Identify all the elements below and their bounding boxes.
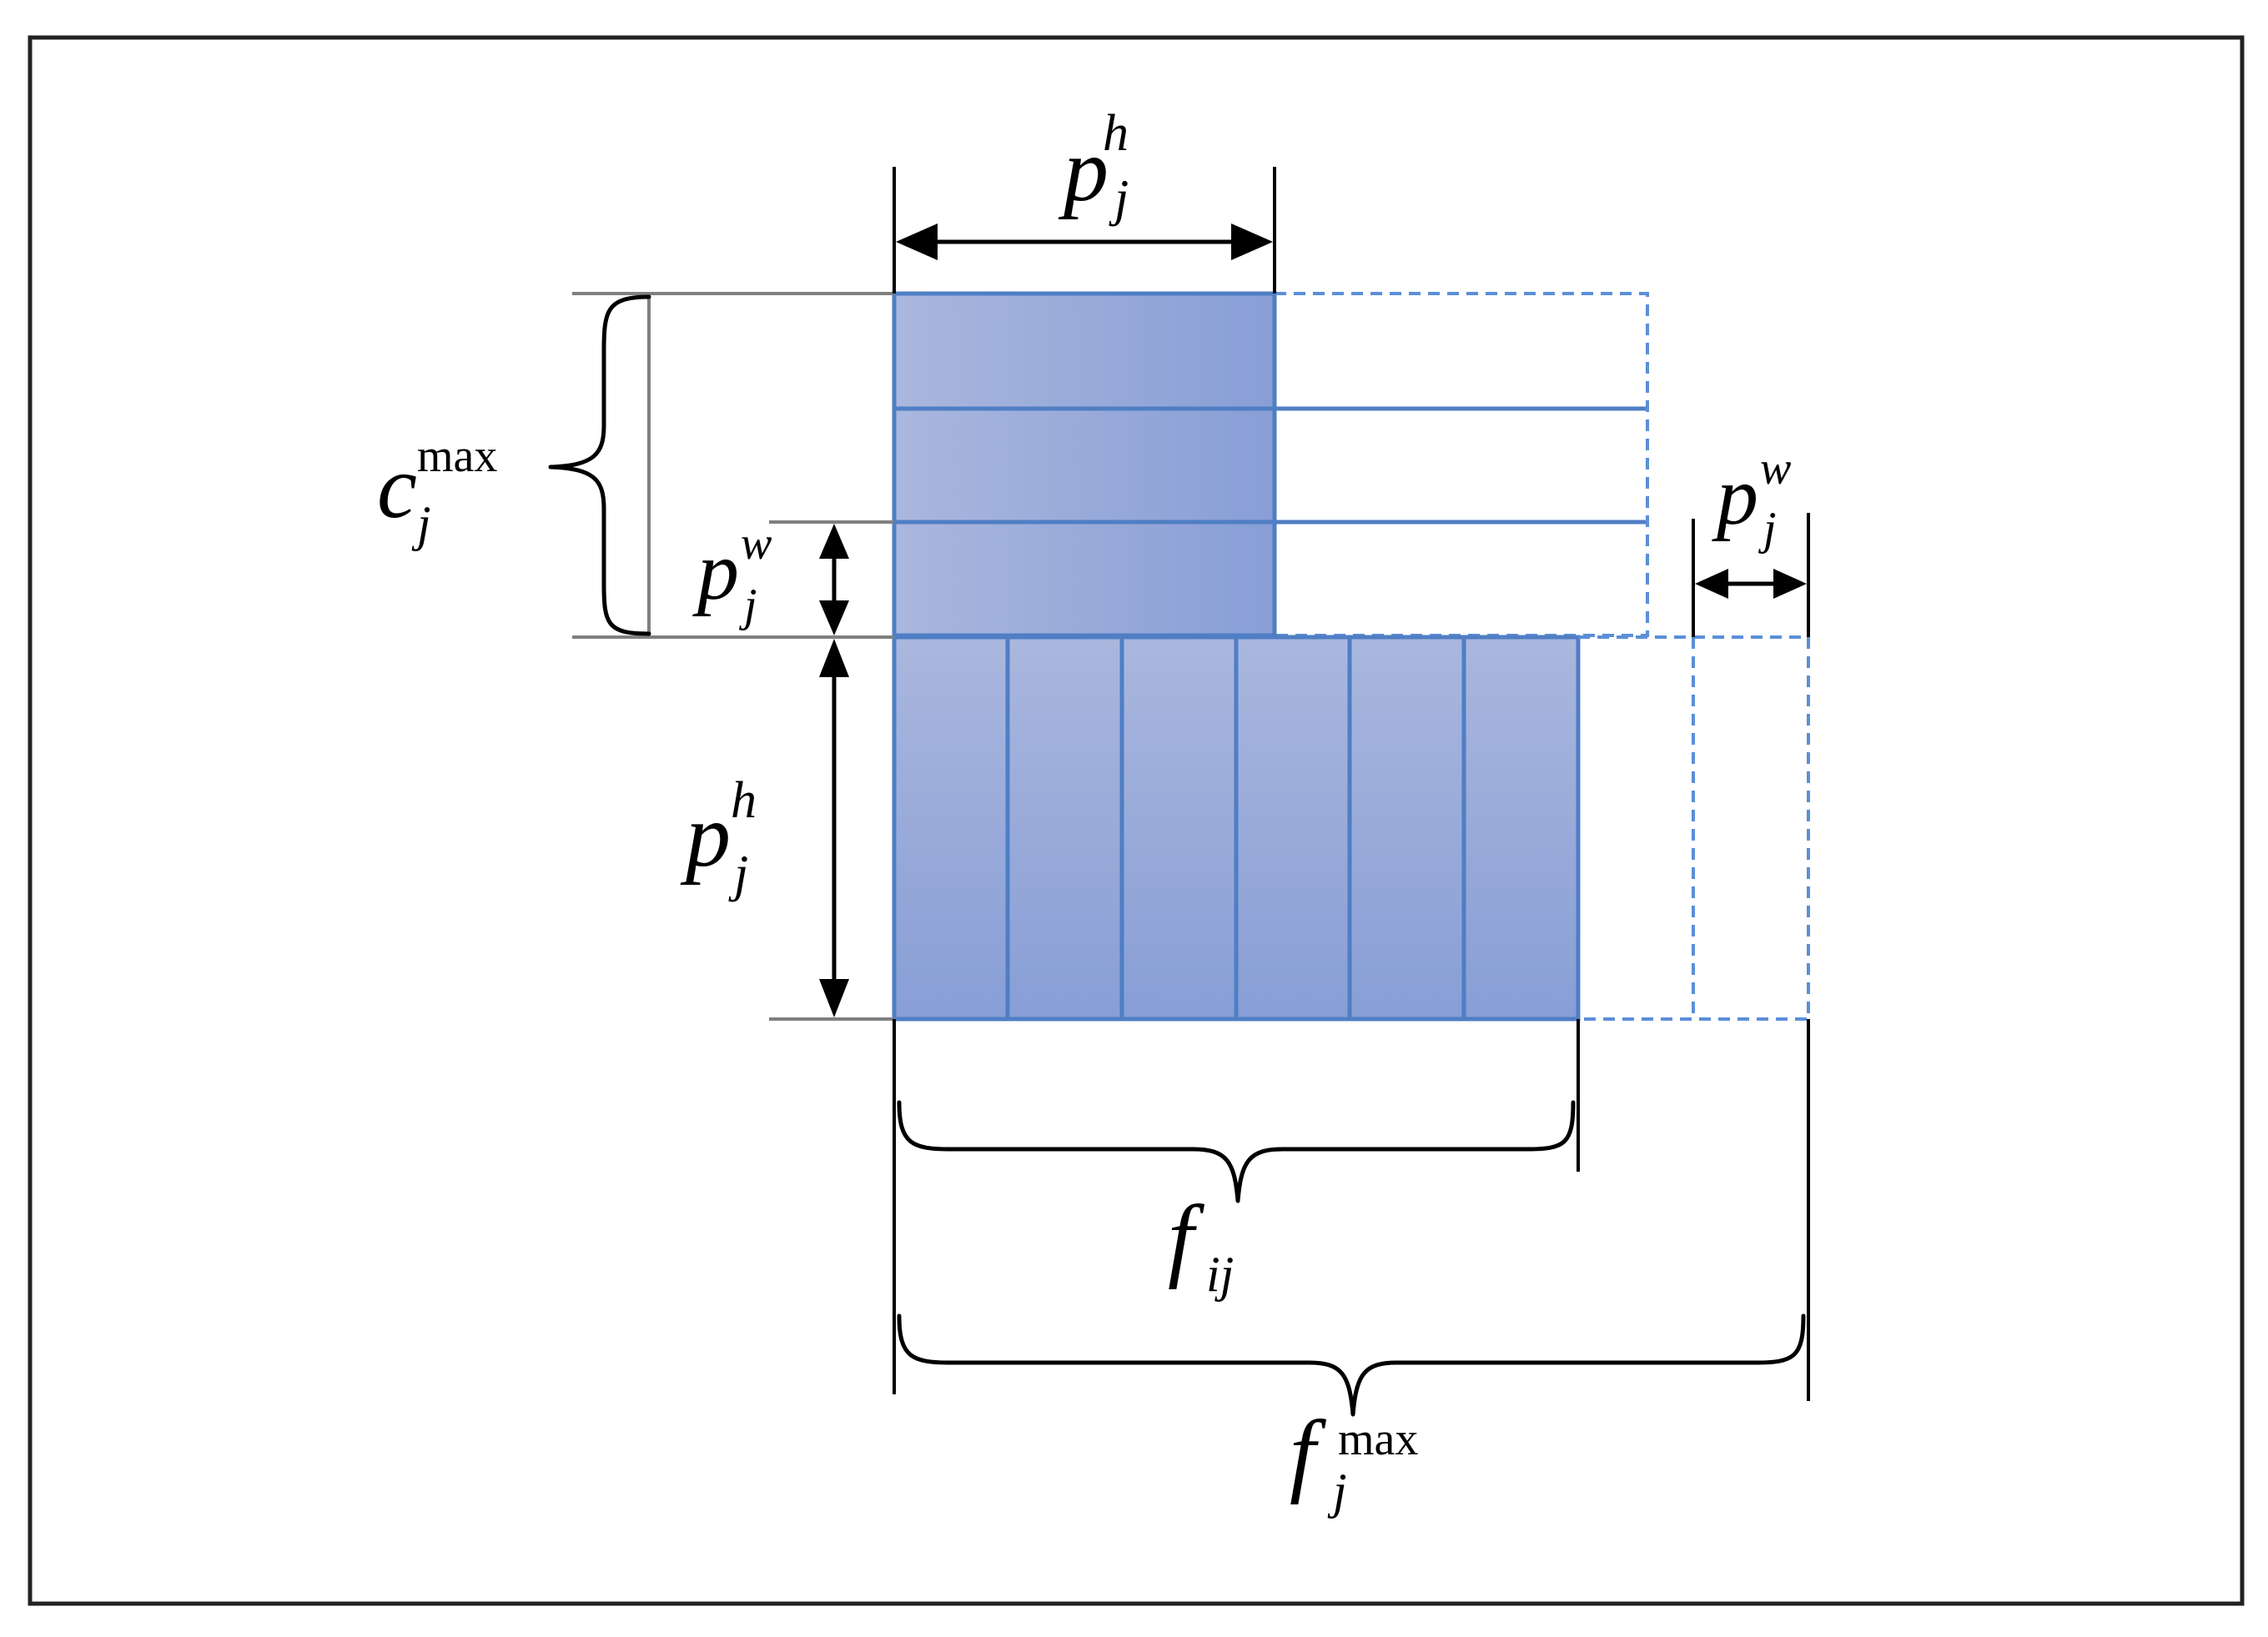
label-fij: f ij <box>1168 1187 1234 1302</box>
arrow-right-pw-left-head <box>1695 569 1728 599</box>
label-cmax-sup: max <box>417 430 497 482</box>
math-labels: p h j c max j p w j p w j p h j <box>377 105 1791 1519</box>
label-right-pw: p w j <box>1712 443 1791 555</box>
label-left-ph-sup: h <box>731 772 757 829</box>
label-left-pw: p w j <box>692 518 772 631</box>
label-top-ph-base: p <box>1058 121 1109 220</box>
label-left-ph-sub: j <box>728 846 748 902</box>
label-top-ph-sub: j <box>1109 170 1129 227</box>
brace-cmax <box>548 294 651 636</box>
arrow-top-ph-left-head <box>896 223 938 260</box>
extension-lines <box>893 167 1810 1401</box>
arrow-left-ph-bottom-head <box>819 979 849 1017</box>
label-left-pw-sub: j <box>739 580 757 631</box>
brace-fij <box>897 1100 1576 1203</box>
arrow-left-pw-top-head <box>819 524 849 559</box>
label-left-ph: p h j <box>680 772 757 902</box>
label-fij-base: f <box>1168 1187 1205 1290</box>
label-left-pw-base: p <box>692 525 739 617</box>
guide-lines <box>572 292 894 1021</box>
arrow-left-ph-top-head <box>819 639 849 677</box>
label-cmax: c max j <box>377 430 497 551</box>
label-cmax-base: c <box>377 438 417 537</box>
top-block-fill <box>894 294 1275 635</box>
figure-frame <box>28 35 2245 1606</box>
label-right-pw-sup: w <box>1760 443 1791 495</box>
dimension-arrows <box>819 223 1807 1017</box>
brace-fmax <box>897 1313 1806 1417</box>
label-top-ph-sup: h <box>1103 105 1129 162</box>
arrow-top-ph-right-head <box>1231 223 1273 260</box>
bottom-block <box>892 635 1810 1022</box>
label-fmax-sub: j <box>1327 1464 1347 1519</box>
braces <box>548 294 1806 1417</box>
label-left-pw-sup: w <box>741 518 772 570</box>
label-right-pw-base: p <box>1712 449 1758 542</box>
arrow-right-pw-right-head <box>1773 569 1807 599</box>
bottom-dashed-extension <box>1578 635 1810 1021</box>
top-block <box>892 291 1649 638</box>
label-fmax-base: f <box>1290 1402 1327 1505</box>
label-fmax: f max j <box>1290 1402 1418 1519</box>
label-fmax-sup: max <box>1338 1414 1418 1465</box>
label-left-ph-base: p <box>680 786 731 886</box>
label-fij-sub: ij <box>1206 1247 1234 1302</box>
arrow-left-pw-bottom-head <box>819 600 849 635</box>
label-right-pw-sub: j <box>1758 503 1777 555</box>
label-top-ph: p h j <box>1058 105 1129 227</box>
top-dashed-extension <box>1275 292 1649 637</box>
